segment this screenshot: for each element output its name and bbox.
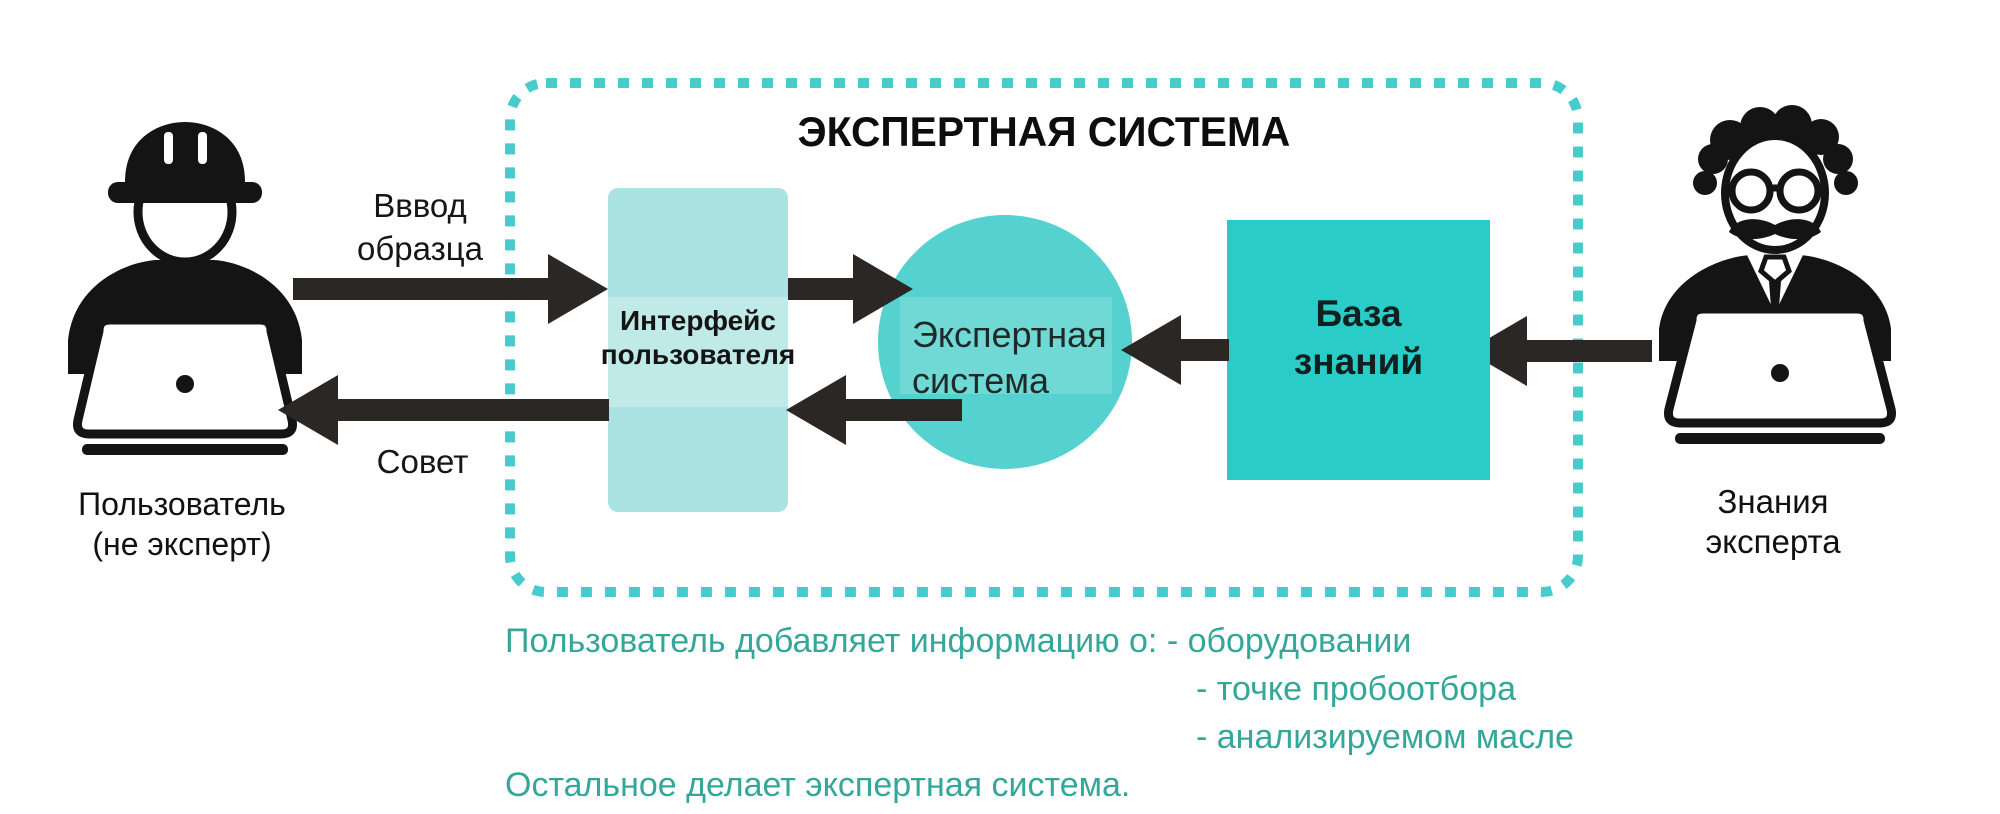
tie-icon: [1758, 254, 1792, 287]
worker-laptop-icon: [68, 122, 302, 455]
expert-actor-label: Знания эксперта: [1633, 482, 1913, 562]
expert-system-engine-label: Экспертная система: [912, 312, 1142, 404]
sample-input-label-line1: Вввод: [373, 187, 467, 224]
user-actor-label: Пользователь (не эксперт): [42, 484, 322, 564]
laptop-icon: [1664, 304, 1896, 444]
knowledge-base-label: База знаний: [1227, 290, 1490, 386]
laptop-icon: [73, 315, 297, 455]
mustache-icon: [1729, 219, 1821, 240]
expert-label-line1: Знания: [1717, 483, 1829, 520]
note-line-3: - анализируемом масле: [1196, 718, 1574, 756]
engine-label-line2: система: [912, 360, 1049, 401]
user-interface-label-line2: пользователя: [600, 339, 796, 370]
arrow-advice-head: [278, 375, 338, 445]
arrow-sample-input-body: [293, 278, 550, 300]
arrow-advice-body: [336, 399, 609, 421]
arrow-expert-to-kb-body: [1525, 340, 1652, 362]
sample-input-label-line2: образца: [357, 230, 483, 267]
note-line-1: Пользователь добавляет информацию о: - о…: [505, 622, 1412, 660]
advice-label: Совет: [376, 443, 469, 480]
expert-laptop-icon: [1659, 105, 1896, 444]
user-interface-label-line1: Интерфейс: [620, 305, 776, 336]
arrow-interface-to-engine-head: [853, 254, 913, 324]
user-interface-label: Интерфейс пользователя: [600, 304, 796, 372]
arrow-interface-to-engine-body: [788, 278, 856, 300]
knowledge-base-label-line2: знаний: [1293, 341, 1424, 382]
page-title: ЭКСПЕРТНАЯ СИСТЕМА: [797, 108, 1291, 155]
user-label-line1: Пользователь: [78, 486, 286, 522]
expert-label-line2: эксперта: [1705, 523, 1841, 560]
sample-input-label: Вввод образца: [320, 184, 520, 270]
arrow-engine-to-interface-head: [786, 375, 846, 445]
arrow-sample-input-head: [548, 254, 608, 324]
knowledge-base-label-line1: База: [1315, 293, 1402, 334]
user-label-line2: (не эксперт): [92, 526, 272, 562]
note-line-4: Остальное делает экспертная система.: [505, 766, 1131, 804]
engine-label-line1: Экспертная: [912, 314, 1107, 355]
note-line-2: - точке пробоотбора: [1196, 670, 1516, 708]
arrow-kb-to-engine-body: [1179, 339, 1229, 361]
